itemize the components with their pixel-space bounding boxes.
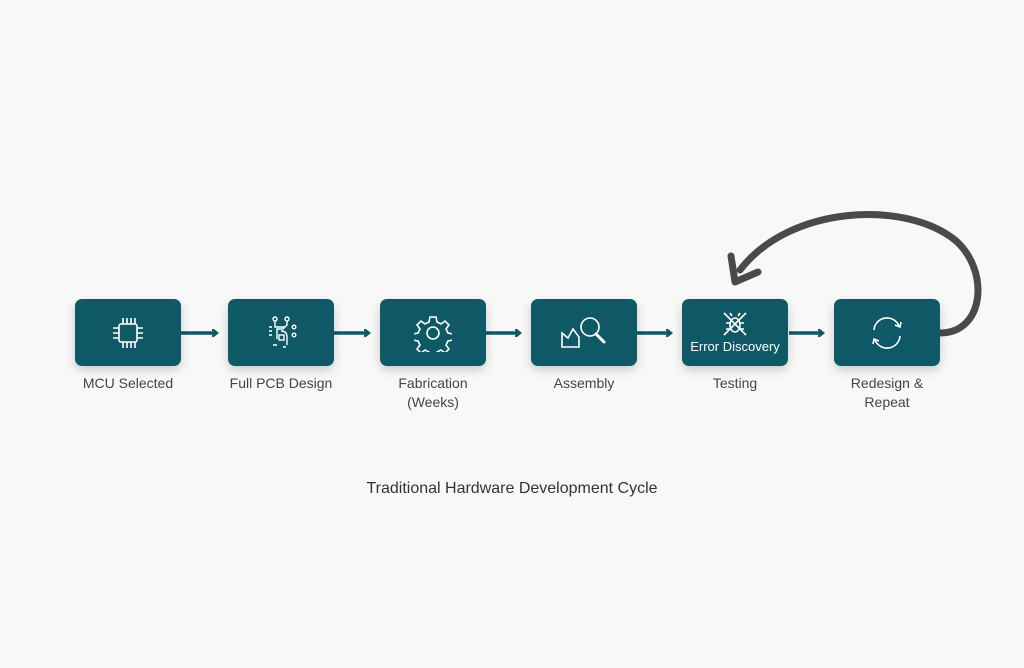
step-label: MCU Selected [82, 375, 174, 391]
assembly-magnifier-icon [561, 316, 606, 348]
step-box-mcu-selected [75, 299, 181, 366]
loop-back-arrow [736, 211, 982, 337]
step-label: Assembly [553, 375, 615, 391]
step-label: Redesign & Repeat [850, 375, 924, 410]
refresh-cycle-icon [872, 316, 902, 349]
gear-icon [414, 315, 452, 352]
loop-back-arrowhead [727, 252, 762, 286]
step-box-fabrication [380, 299, 486, 366]
step-box-testing: Error Discovery [682, 299, 788, 366]
diagram-title: Traditional Hardware Development Cycle [366, 480, 658, 497]
error-discovery-label: Error Discovery [690, 339, 780, 354]
bug-crossed-icon [723, 312, 747, 336]
step-box-assembly [531, 299, 637, 366]
step-box-pcb-design [228, 299, 334, 366]
chip-icon [113, 317, 143, 348]
circuit-icon [269, 315, 297, 348]
step-box-redesign [834, 299, 940, 366]
step-label: Testing [712, 375, 758, 391]
step-label: Full PCB Design [229, 375, 333, 391]
step-label: Fabrication (Weeks) [398, 375, 468, 410]
